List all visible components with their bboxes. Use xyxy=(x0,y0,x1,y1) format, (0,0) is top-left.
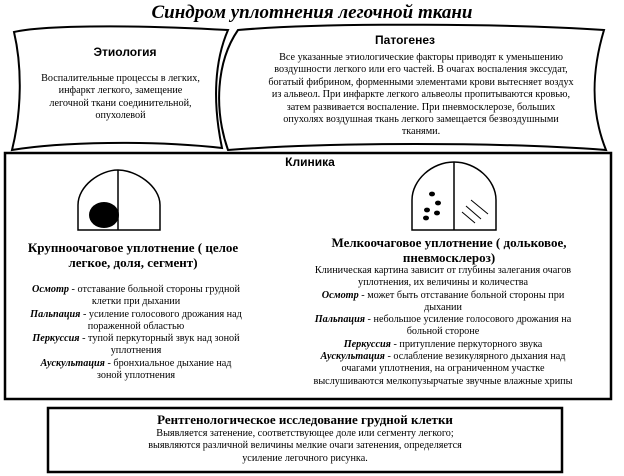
xray-text: Выявляется затенение, соответствующее до… xyxy=(50,428,560,465)
xray-frame xyxy=(46,406,564,474)
finding-line: дыхании xyxy=(424,301,462,313)
finding-row: Осмотр - может быть отставание больной с… xyxy=(321,289,565,301)
etiology-line: инфаркт легкого, замещение xyxy=(58,85,183,97)
finding-term: Перкуссия xyxy=(32,333,80,345)
xray-line: усиление легочного рисунка. xyxy=(242,452,368,464)
xray-line: выявляются различной величины мелкие оча… xyxy=(148,440,462,452)
etiology-line: Воспалительные процессы в легких, xyxy=(41,73,200,84)
finding-line: больной стороне xyxy=(406,326,480,338)
xray-heading: Рентгенологическое исследование грудной … xyxy=(157,412,453,427)
large-focal-lung-icon xyxy=(77,169,161,231)
large-focal-title: Крупноочаговое уплотнение ( целое легкое… xyxy=(8,240,258,270)
finding-row: Перкуссия - тупой перкуторный звук над з… xyxy=(32,333,240,345)
large-focal-findings: Осмотр - отставание больной стороны груд… xyxy=(6,284,266,382)
pathogenesis-line: опухолях воздушная ткань легкого замещае… xyxy=(283,114,559,126)
finding-term: Осмотр xyxy=(321,289,359,301)
intro-line: уплотнения, их величины и количества xyxy=(357,277,528,289)
etiology-heading: Этиология xyxy=(93,45,157,59)
page-title: Синдром уплотнения легочной ткани xyxy=(151,2,473,23)
finding-term: Пальпация xyxy=(30,308,81,320)
pathogenesis-frame xyxy=(218,23,608,152)
pathogenesis-line: воздушности легкого или его частей. В оч… xyxy=(274,64,568,76)
etiology-line: опухолевой xyxy=(95,110,146,122)
finding-line: уплотнения xyxy=(110,345,162,357)
finding-line: выслушиваются мелкопузырчатые звучные вл… xyxy=(313,375,573,387)
finding-term: Аускультация xyxy=(320,351,385,363)
pathogenesis-line: тканями. xyxy=(401,126,441,138)
pathogenesis-line: из альвеол. При инфаркте легкого альвеол… xyxy=(271,89,571,101)
xray-line: Выявляется затенение, соответствующее до… xyxy=(156,428,454,439)
finding-term: Перкуссия xyxy=(343,338,391,350)
finding-line: зоной уплотнения xyxy=(96,370,176,382)
etiology-line: легочной ткани соединительной, xyxy=(49,97,192,109)
small-focal-title-line: пневмосклероз) xyxy=(402,250,496,265)
small-focal-findings: Клиническая картина зависит от глубины з… xyxy=(276,265,610,388)
small-focal-lung-icon xyxy=(411,161,497,231)
finding-term: Осмотр xyxy=(32,284,69,295)
etiology-text: Воспалительные процессы в легких, инфарк… xyxy=(18,73,223,123)
pathogenesis-line: богатый фибрином, форменными элементами … xyxy=(268,76,574,88)
finding-row: Аускультация - бронхиальное дыхание над xyxy=(40,357,232,369)
pathogenesis-line: затем развивается воспаление. При пневмо… xyxy=(286,101,556,113)
finding-line: клетки при дыхании xyxy=(91,296,181,308)
finding-term: Пальпация xyxy=(314,314,365,326)
finding-term: Аускультация xyxy=(40,357,105,369)
finding-line: очагами уплотнения, на ограниченном учас… xyxy=(341,363,545,375)
finding-row: Осмотр - отставание больной стороны груд… xyxy=(32,284,240,295)
pathogenesis-text: Все указанные этиологические факторы при… xyxy=(235,52,607,139)
pathogenesis-line: Все указанные этиологические факторы при… xyxy=(279,52,563,63)
clinic-heading: Клиника xyxy=(285,155,335,169)
finding-row: Пальпация - усиление голосового дрожания… xyxy=(30,308,242,320)
large-focal-title-line: легкое, доля, сегмент) xyxy=(68,255,198,270)
clinic-frame xyxy=(3,151,613,401)
large-focal-title-line: Крупноочаговое уплотнение ( целое xyxy=(27,240,239,255)
small-focal-title-line: Мелкоочаговое уплотнение ( дольковое, xyxy=(331,235,567,250)
small-focal-title: Мелкоочаговое уплотнение ( дольковое, пн… xyxy=(288,235,610,265)
finding-line: пораженной областью xyxy=(87,320,185,332)
finding-row: Пальпация - небольшое усиление голосовог… xyxy=(314,314,572,326)
etiology-frame xyxy=(10,25,230,152)
intro-line: Клиническая картина зависит от глубины з… xyxy=(314,265,572,276)
finding-row: Аускультация - ослабление везикулярного … xyxy=(320,351,566,363)
pathogenesis-heading: Патогенез xyxy=(375,33,435,47)
finding-row: Перкуссия - притупление перкуторного зву… xyxy=(343,338,543,350)
